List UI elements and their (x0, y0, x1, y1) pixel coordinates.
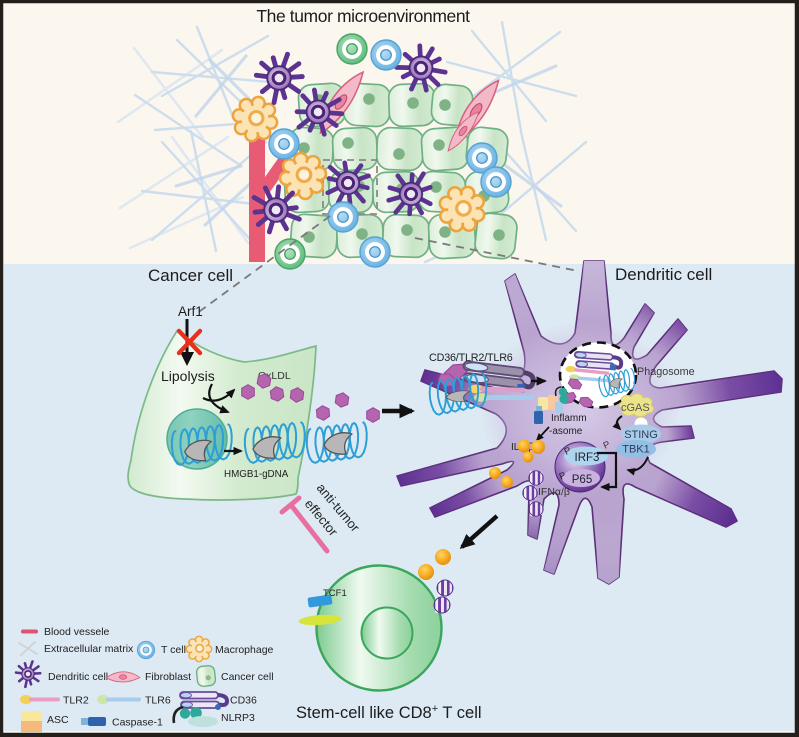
svg-text:TCF1: TCF1 (323, 588, 347, 599)
svg-text:Phagosome: Phagosome (637, 366, 695, 378)
svg-text:Macrophage: Macrophage (215, 644, 274, 656)
svg-text:Arf1: Arf1 (178, 304, 203, 319)
svg-text:-asome: -asome (549, 426, 583, 437)
svg-text:P65: P65 (572, 474, 592, 486)
svg-text:T cell: T cell (161, 644, 186, 656)
svg-text:IRF3: IRF3 (575, 452, 600, 464)
svg-text:Dendritic cell: Dendritic cell (48, 671, 108, 683)
svg-text:P: P (558, 470, 568, 483)
svg-text:Stem-cell like CD8+ T cell: Stem-cell like CD8+ T cell (296, 703, 482, 722)
svg-text:Inflamm: Inflamm (551, 413, 587, 424)
svg-text:TLR6: TLR6 (145, 695, 171, 707)
svg-text:HMGB1-gDNA: HMGB1-gDNA (224, 469, 289, 480)
svg-text:Cancer cell: Cancer cell (221, 671, 274, 683)
svg-text:Blood vessele: Blood vessele (44, 626, 110, 638)
svg-text:P: P (602, 439, 612, 452)
svg-text:P: P (563, 445, 573, 458)
svg-text:STING: STING (624, 429, 658, 441)
svg-text:TBK1: TBK1 (622, 444, 650, 456)
svg-text:Cancer cell: Cancer cell (148, 266, 233, 285)
svg-text:Fibroblast: Fibroblast (145, 671, 191, 683)
svg-text:Caspase-1: Caspase-1 (112, 717, 163, 729)
svg-text:Lipolysis: Lipolysis (161, 368, 215, 384)
svg-text:Dendritic cell: Dendritic cell (615, 265, 712, 284)
svg-text:IFNα/β: IFNα/β (538, 486, 570, 498)
svg-text:ASC: ASC (47, 714, 69, 726)
svg-text:NLRP3: NLRP3 (221, 712, 255, 724)
svg-text:The tumor microenvironment: The tumor microenvironment (256, 6, 470, 26)
svg-text:Extracellular matrix: Extracellular matrix (44, 643, 134, 655)
svg-text:TLR2: TLR2 (63, 695, 89, 707)
svg-text:cGAS: cGAS (621, 402, 650, 414)
svg-text:CD36: CD36 (230, 695, 257, 707)
svg-text:CD36/TLR2/TLR6: CD36/TLR2/TLR6 (429, 352, 513, 364)
